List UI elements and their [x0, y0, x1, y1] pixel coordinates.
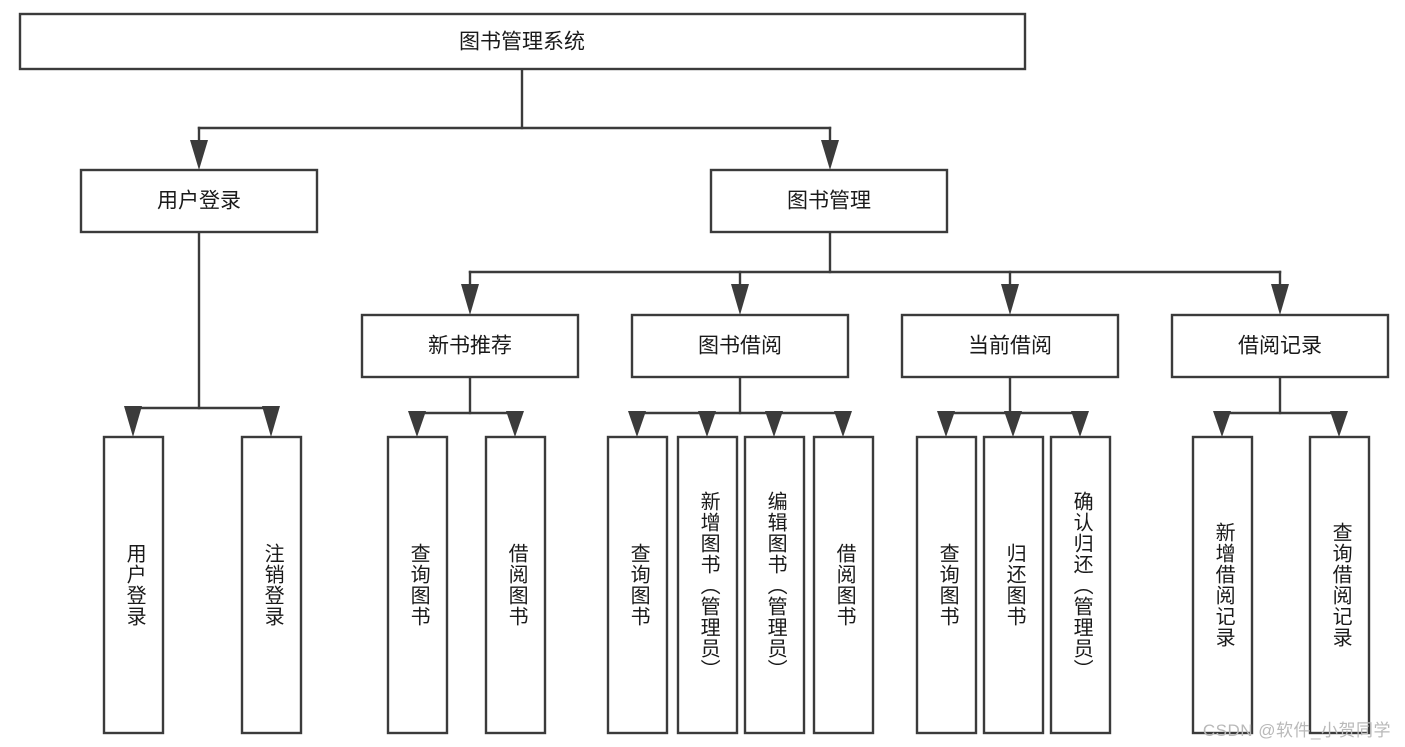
node-root-box[interactable] [18, 12, 1027, 71]
leaf-boxes-user-login [102, 435, 303, 735]
node-user-login-label: 用户登录 [157, 190, 241, 213]
node-new-book-recommend-box[interactable] [360, 313, 580, 379]
leaf-box-new-book-2[interactable] [484, 435, 547, 735]
leaf-boxes-book-borrow [606, 435, 875, 735]
connectors-root-level1 [190, 67, 839, 170]
leaf-box-new-book-1[interactable] [386, 435, 449, 735]
arrow-head-userlogin-leaf-1 [124, 406, 142, 437]
arrow-head-to-user-login [190, 140, 208, 170]
leaf-box-book-borrow-1[interactable] [606, 435, 669, 735]
connectors-currentborrow-leaves [937, 375, 1089, 437]
node-book-borrow-label: 图书借阅 [698, 335, 782, 358]
node-user-login[interactable]: 用户登录 [79, 168, 319, 234]
node-root[interactable]: 图书管理系统 [18, 12, 1027, 71]
node-current-borrow-label: 当前借阅 [968, 335, 1052, 358]
arrow-head-bookborrow-leaf-4 [834, 411, 852, 437]
arrow-head-to-new-book [461, 284, 479, 315]
node-root-label: 图书管理系统 [459, 31, 585, 54]
node-book-manage-box[interactable] [709, 168, 949, 234]
connectors-userlogin-leaves [124, 230, 280, 437]
node-new-book-recommend[interactable]: 新书推荐 [360, 313, 580, 379]
leaf-box-user-login-2[interactable] [240, 435, 303, 735]
arrow-head-to-current-borrow [1001, 284, 1019, 315]
arrow-head-bookborrow-leaf-2 [698, 411, 716, 437]
arrow-head-to-borrow-record [1271, 284, 1289, 315]
node-book-manage[interactable]: 图书管理 [709, 168, 949, 234]
node-borrow-record-box[interactable] [1170, 313, 1390, 379]
arrow-head-to-book-borrow [731, 284, 749, 315]
leaf-box-current-borrow-2[interactable] [982, 435, 1045, 735]
watermark-text: CSDN @软件_小贺同学 [1202, 721, 1391, 740]
arrow-head-bookborrow-leaf-1 [628, 411, 646, 437]
leaf-box-borrow-record-2[interactable] [1308, 435, 1371, 735]
arrow-head-bookborrow-leaf-3 [765, 411, 783, 437]
node-book-borrow-box[interactable] [630, 313, 850, 379]
arrow-head-borrowrecord-leaf-1 [1213, 411, 1231, 437]
node-borrow-record-label: 借阅记录 [1238, 335, 1322, 358]
node-borrow-record[interactable]: 借阅记录 [1170, 313, 1390, 379]
arrow-head-newbook-leaf-1 [408, 411, 426, 437]
leaf-boxes-borrow-record [1191, 435, 1371, 735]
node-current-borrow-box[interactable] [900, 313, 1120, 379]
arrow-head-currentborrow-leaf-3 [1071, 411, 1089, 437]
arrow-head-currentborrow-leaf-2 [1004, 411, 1022, 437]
leaf-box-book-borrow-4[interactable] [812, 435, 875, 735]
connectors-borrowrecord-leaves [1213, 375, 1348, 437]
node-book-manage-label: 图书管理 [787, 190, 871, 213]
arrow-head-to-book-manage [821, 140, 839, 170]
arrow-head-currentborrow-leaf-1 [937, 411, 955, 437]
arrow-head-borrowrecord-leaf-2 [1330, 411, 1348, 437]
connectors-bookmanage-level2 [461, 230, 1289, 315]
leaf-boxes-current-borrow [915, 435, 1112, 735]
leaf-box-current-borrow-1[interactable] [915, 435, 978, 735]
node-new-book-recommend-label: 新书推荐 [428, 335, 512, 358]
leaf-box-book-borrow-2[interactable] [676, 435, 739, 735]
arrow-head-userlogin-leaf-2 [262, 406, 280, 437]
leaf-box-book-borrow-3[interactable] [743, 435, 806, 735]
leaf-boxes-new-book-recommend [386, 435, 547, 735]
node-current-borrow[interactable]: 当前借阅 [900, 313, 1120, 379]
connectors-bookborrow-leaves [628, 375, 852, 437]
leaf-box-borrow-record-1[interactable] [1191, 435, 1254, 735]
arrow-head-newbook-leaf-2 [506, 411, 524, 437]
leaf-box-current-borrow-3[interactable] [1049, 435, 1112, 735]
node-user-login-box[interactable] [79, 168, 319, 234]
leaf-box-user-login-1[interactable] [102, 435, 165, 735]
node-book-borrow[interactable]: 图书借阅 [630, 313, 850, 379]
connectors-newbook-leaves [408, 375, 524, 437]
